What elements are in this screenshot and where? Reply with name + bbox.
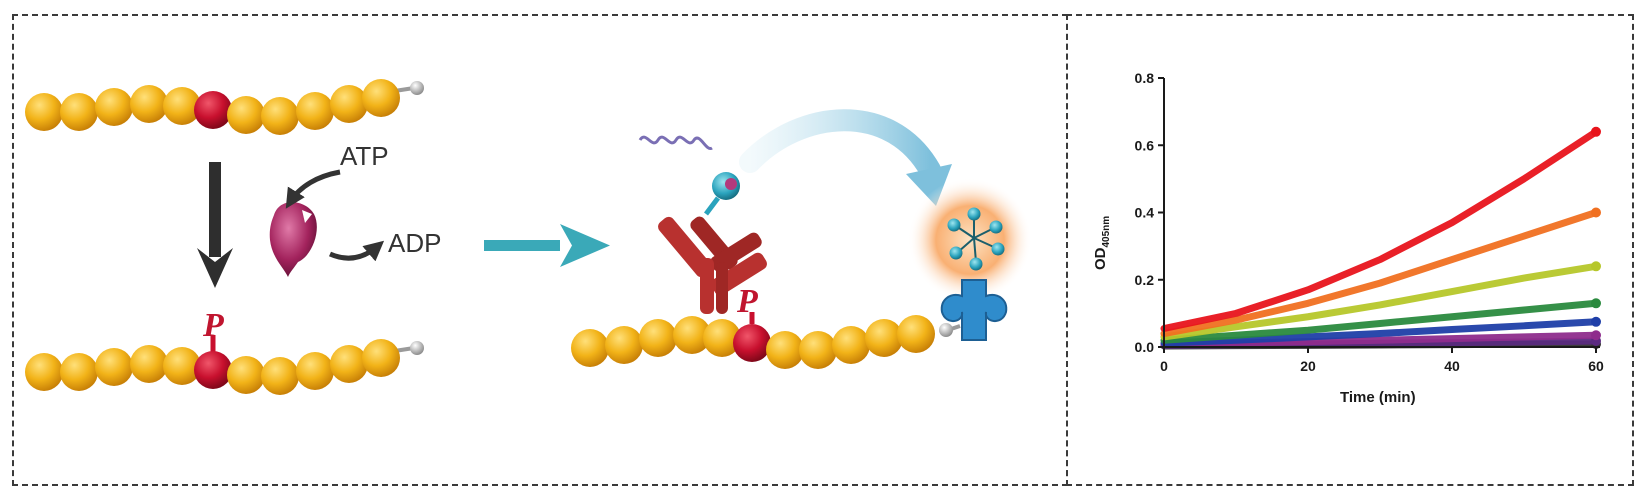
- peptide-bead: [897, 315, 935, 353]
- peptide-bead: [163, 87, 201, 125]
- series-line: [1160, 209, 1600, 338]
- x-tick-label: 40: [1444, 358, 1460, 374]
- x-tick-label: 20: [1300, 358, 1316, 374]
- peptide-bead: [362, 339, 400, 377]
- kinase-enzyme-icon: [269, 202, 317, 277]
- atp-label: ATP: [340, 141, 389, 171]
- series-end-point: [1591, 207, 1601, 218]
- chemiluminescence-glow: [908, 178, 1032, 302]
- phospho-peptide-bottom: [25, 335, 424, 395]
- peptide-bead: [60, 353, 98, 391]
- peptide-bead: [571, 329, 609, 367]
- hrp-enzyme-icon: [940, 279, 1008, 341]
- x-tick-label: 60: [1588, 358, 1604, 374]
- peptide-bead: [60, 93, 98, 131]
- series-line: [1160, 262, 1600, 341]
- reaction-down-arrow: [197, 162, 233, 288]
- series-end-point: [1591, 330, 1601, 341]
- peptide-bead: [639, 319, 677, 357]
- y-tick-label: 0.4: [1135, 205, 1155, 221]
- peptide-bead: [832, 326, 870, 364]
- y-axis-title: OD405nm: [1092, 216, 1112, 270]
- x-axis-title: Time (min): [1340, 389, 1416, 406]
- peptide-bead: [261, 357, 299, 395]
- signal-wave-icon: [638, 135, 713, 150]
- y-tick-label: 0.0: [1135, 339, 1155, 355]
- peptide-bead: [799, 331, 837, 369]
- biotin-tag-top: [410, 81, 424, 95]
- substrate-cluster-icon: [947, 207, 1005, 271]
- label-linker: [704, 196, 720, 216]
- peptide-bead: [95, 348, 133, 386]
- peptide-bead: [130, 85, 168, 123]
- streptavidin-tag: [939, 323, 953, 337]
- peptide-bead: [25, 93, 63, 131]
- series-line: [1160, 128, 1600, 333]
- phospho-site-bead: [194, 351, 232, 389]
- series-end-point: [1591, 261, 1601, 272]
- substrate-peptide-top: [25, 79, 424, 135]
- phospho-site-bead: [194, 91, 232, 129]
- phospho-label-right: P: [736, 283, 758, 320]
- peptide-bead: [605, 326, 643, 364]
- phospho-site-bead: [733, 324, 771, 362]
- label-core: [725, 178, 737, 190]
- y-tick-label: 0.8: [1135, 70, 1155, 86]
- phospho-label-left: P: [202, 307, 224, 344]
- peptide-bead: [25, 353, 63, 391]
- series-end-point: [1591, 126, 1601, 137]
- process-arrow: [484, 224, 610, 267]
- y-tick-label: 0.6: [1135, 137, 1155, 153]
- peptide-bead: [330, 345, 368, 383]
- peptide-bead: [296, 352, 334, 390]
- signal-transfer-arrowhead: [906, 164, 952, 206]
- y-axis-title-sub: 405nm: [1101, 216, 1112, 248]
- kinetics-chart: 0.0 0.2 0.4 0.6 0.8 0 20 40 60 Time (min) OD405n…: [1092, 70, 1604, 406]
- peptide-bead: [163, 347, 201, 385]
- peptide-bead: [330, 85, 368, 123]
- x-tick-label: 0: [1160, 358, 1168, 374]
- peptide-bead: [261, 97, 299, 135]
- series-end-point: [1591, 316, 1601, 327]
- peptide-bead: [362, 79, 400, 117]
- series-line: [1160, 299, 1600, 344]
- series-end-point: [1591, 298, 1601, 309]
- y-tick-label: 0.2: [1135, 272, 1155, 288]
- y-axis-title-main: OD: [1092, 247, 1109, 270]
- peptide-bead: [766, 331, 804, 369]
- signal-transfer-arrow: [739, 109, 941, 181]
- chart-panel-frame: [1066, 14, 1634, 486]
- peptide-bead: [296, 92, 334, 130]
- adp-out-arrow: [328, 240, 385, 262]
- peptide-bead: [703, 319, 741, 357]
- peptide-bead: [227, 356, 265, 394]
- series-line: [1160, 318, 1600, 347]
- biotin-tag-bottom: [410, 341, 424, 355]
- atp-in-arrow: [285, 169, 341, 209]
- adp-label: ADP: [388, 228, 441, 258]
- peptide-bead: [865, 319, 903, 357]
- phospho-antibody-icon: [658, 216, 767, 314]
- peptide-bead: [673, 316, 711, 354]
- captured-peptide-chain: [571, 315, 935, 369]
- peptide-bead: [130, 345, 168, 383]
- peptide-bead: [227, 96, 265, 134]
- peptide-bead: [95, 88, 133, 126]
